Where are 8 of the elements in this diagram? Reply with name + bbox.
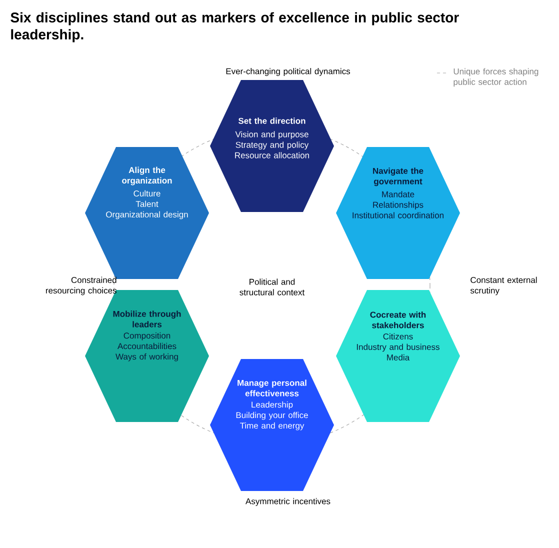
title: Six disciplines stand out as markers of excellence in public sector leadership. <box>10 12 459 42</box>
legend-text: Unique forces shaping public sector action <box>454 68 538 87</box>
hexagon: Navigate the government Mandate Relationships Institutional coordination <box>336 146 460 279</box>
hexagon: Manage personal effectiveness Leadership Building your office Time and energy <box>210 358 334 491</box>
hexagon: Cocreate with stakeholders Citizens Industry and business Media <box>336 290 460 422</box>
force-label: Political and structural context <box>240 278 305 296</box>
hexagon: Set the direction Vision and purpose Strategy and policy Resource allocation <box>210 80 334 212</box>
force-label: Constant external scrutiny <box>470 276 537 296</box>
